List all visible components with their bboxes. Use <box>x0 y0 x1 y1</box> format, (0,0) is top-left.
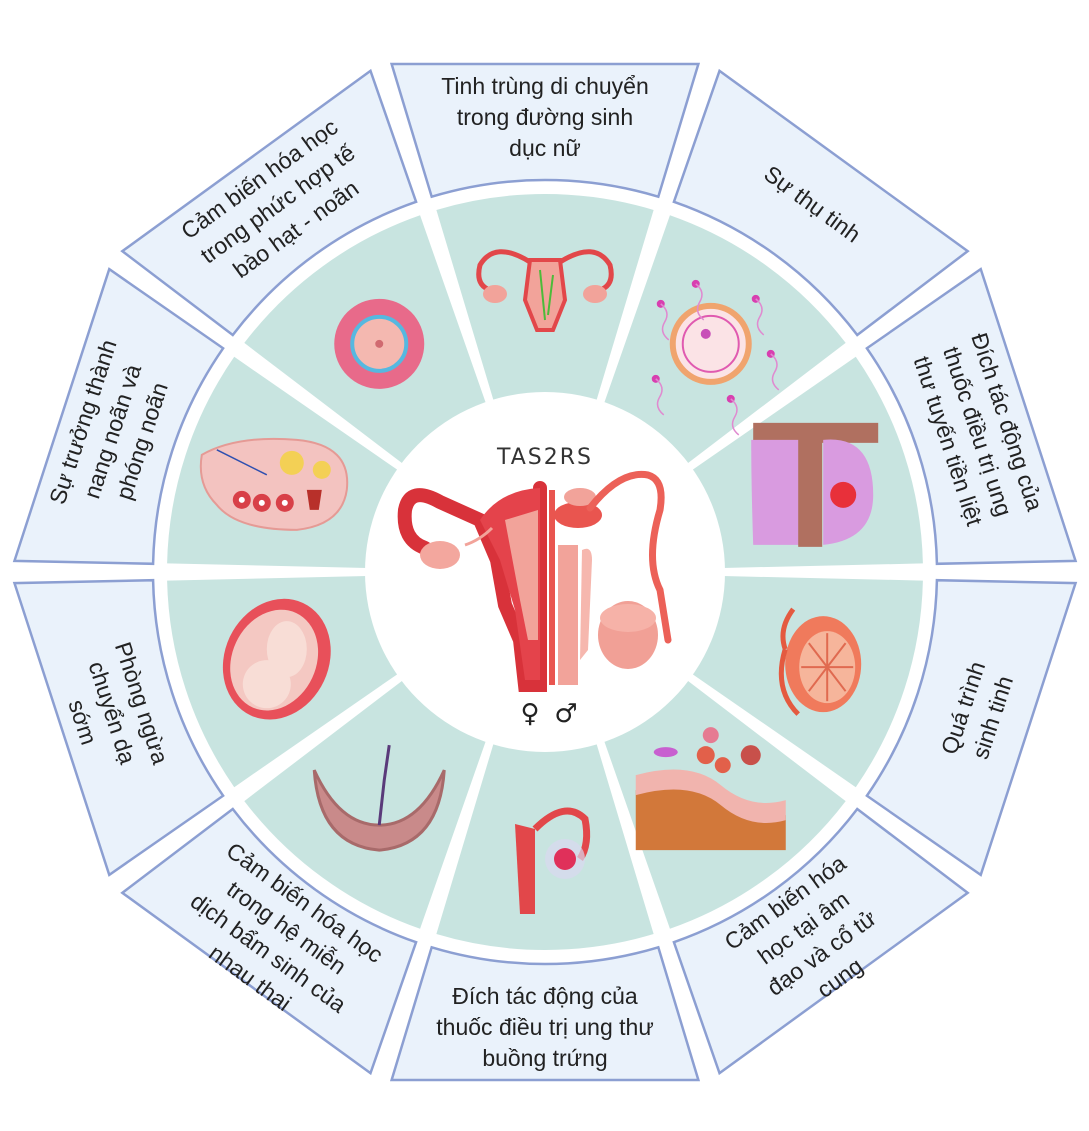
segment-label: Tinh trùng di chuyển trong đường sinh dục … <box>441 73 649 161</box>
female-symbol: ♀ <box>520 699 539 729</box>
segment-label-line: buồng trứng <box>482 1045 607 1071</box>
segment-label-box <box>12 578 225 877</box>
female-reproductive-organ-icon <box>397 481 547 692</box>
cumulus-oocyte-icon <box>334 298 425 389</box>
outer-label-ring <box>12 62 1078 1082</box>
uterus-sperm-icon <box>476 249 614 332</box>
ovary-follicles-icon <box>199 437 349 531</box>
male-reproductive-organ-icon <box>549 470 672 685</box>
center-hub: TAS2RS ♀ ♂ <box>365 392 725 752</box>
placenta-icon <box>312 744 446 852</box>
segment-label-line: thuốc điều trị ung thư <box>436 1014 653 1040</box>
fertilization-icon <box>651 279 780 436</box>
prostate-icon <box>751 422 879 547</box>
vaginal-tissue-icon <box>635 727 786 851</box>
segment-label-box <box>389 945 701 1082</box>
segment-label-line: Đích tác động của <box>452 983 638 1009</box>
segment-label-box <box>672 807 970 1076</box>
male-symbol: ♂ <box>554 699 577 729</box>
segment-label: Đích tác động của thuốc điều trị ung thư b… <box>436 983 653 1071</box>
segment-label-box <box>672 68 970 337</box>
segment-label-box <box>865 578 1078 877</box>
segment-label-line: dục nữ <box>509 135 581 161</box>
testis-icon <box>778 607 862 716</box>
fetus-icon <box>222 598 331 720</box>
illustration-sector <box>244 679 487 929</box>
segment-label-box <box>389 62 701 199</box>
illustration-sector <box>436 742 654 950</box>
segment-label-box <box>865 267 1078 566</box>
illustrations <box>199 249 879 914</box>
segment-label-box <box>120 807 418 1076</box>
ovary-tumor-icon <box>515 807 591 914</box>
segment-label-line: trong đường sinh <box>457 104 633 130</box>
center-title: TAS2RS <box>496 445 593 470</box>
segment-label-box <box>12 267 225 566</box>
segment-label-line: Tinh trùng di chuyển <box>441 73 649 99</box>
segment-label-box <box>120 68 418 337</box>
